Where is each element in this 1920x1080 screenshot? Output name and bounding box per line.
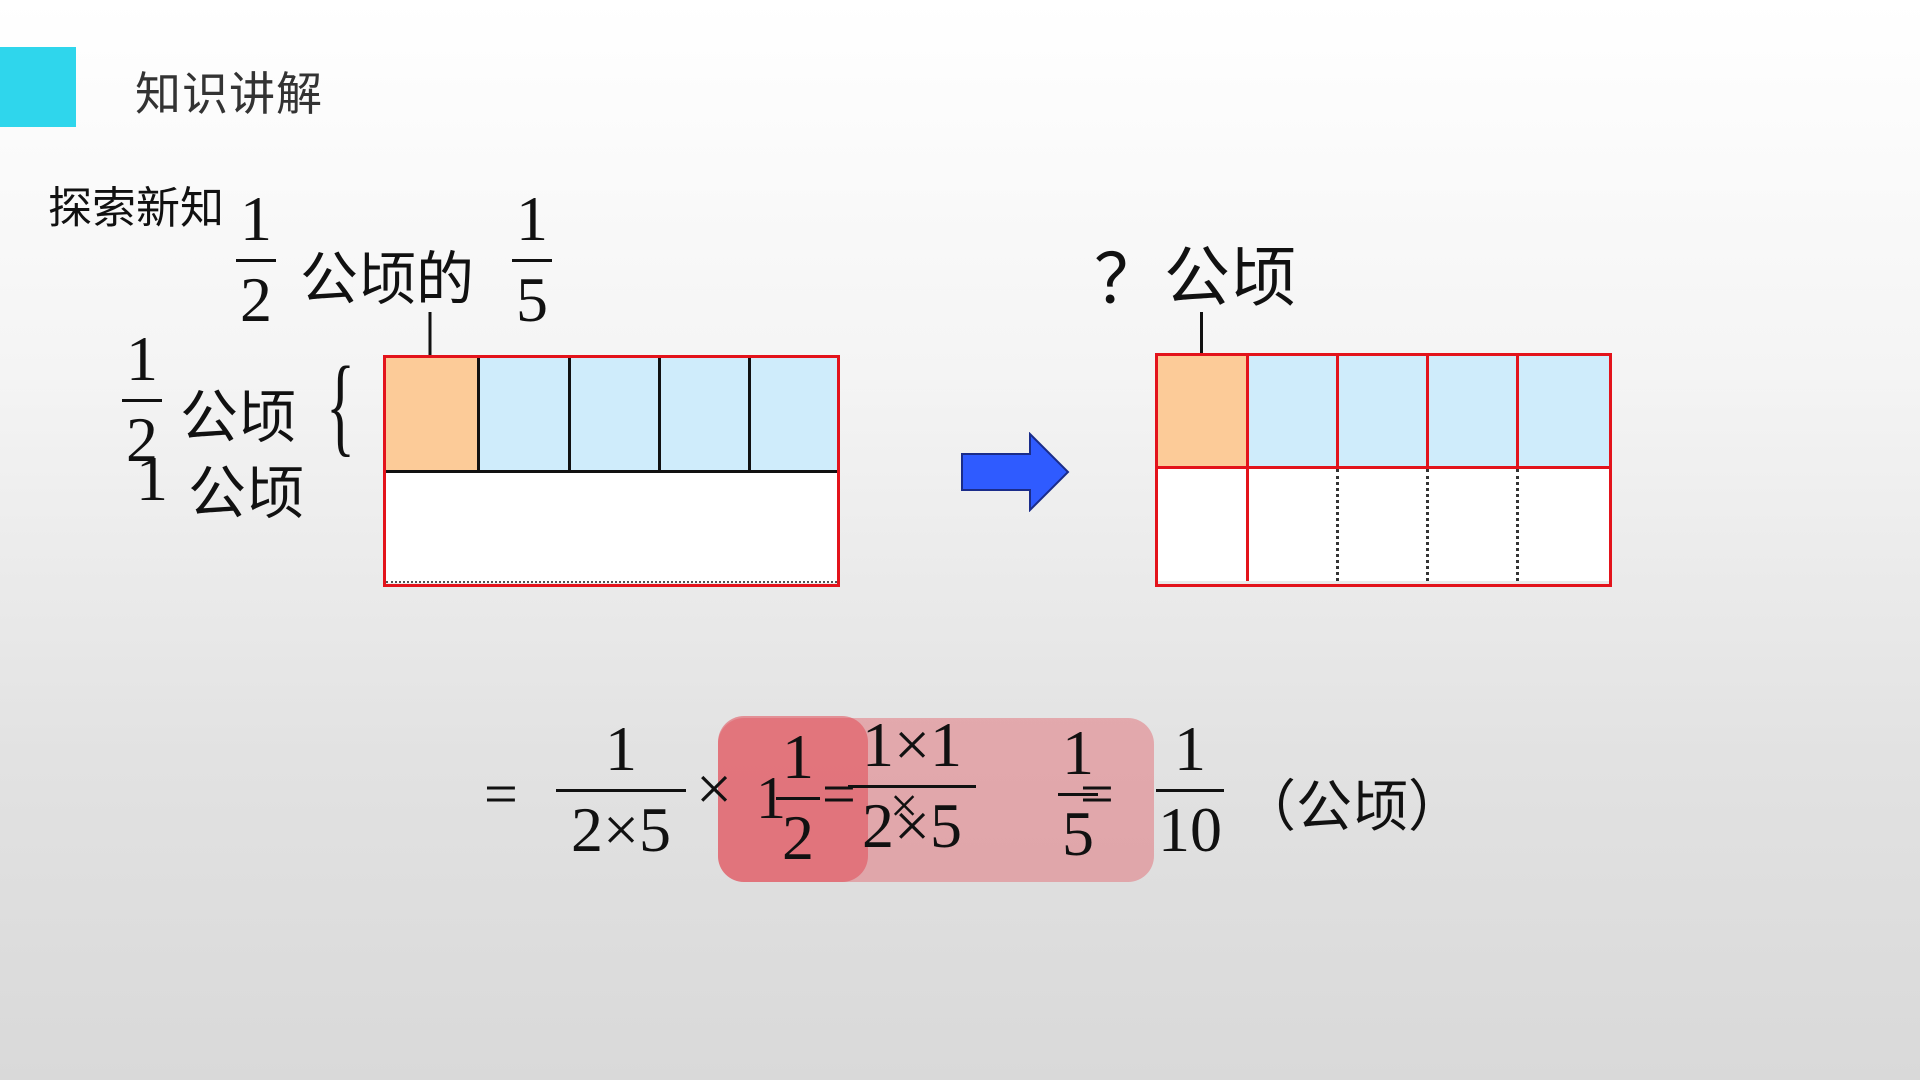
right-blue-cell [1519,356,1609,469]
right-blank-cell [1429,469,1519,581]
equation-equals-1: = [484,761,518,827]
one-hectare-unit: 公顷 [188,459,305,527]
right-blue-cell [1249,356,1339,469]
equation-times: × [696,753,733,824]
right-grid [1155,353,1612,587]
left-grid [383,355,840,587]
left-blue-cell [751,358,837,473]
equation-x-mark: × [890,777,919,833]
left-blue-cell [480,358,571,473]
left-blank-half [386,473,837,583]
right-blue-cell [1339,356,1429,469]
equation-equals-3: = [1080,761,1114,827]
half-hectare-unit: 公顷 [180,383,297,451]
right-shaded-cell [1158,356,1249,469]
right-blank-cell [1158,469,1249,581]
left-blue-cell [571,358,661,473]
one-hectare-value: 1 [136,443,168,514]
left-top-text: 公顷的 [300,245,475,313]
equation-equals-2: = [822,761,856,827]
header-accent-bar [0,47,76,127]
question-mark: ？ [1094,242,1163,318]
right-blue-cell [1429,356,1519,469]
right-blank-cell [1519,469,1609,581]
page-title: 知识讲解 [135,67,323,121]
right-blank-cell [1249,469,1339,581]
left-shaded-cell [386,358,480,473]
section-label: 探索新知 [48,183,224,234]
right-arrow-icon [961,432,1070,512]
equation-unit: （公顷） [1240,775,1464,840]
right-blank-cell [1339,469,1429,581]
right-pointer-line [1200,312,1203,354]
right-unit-label: 公顷 [1164,239,1296,316]
left-brace: { [326,344,356,466]
left-blue-cell [661,358,751,473]
